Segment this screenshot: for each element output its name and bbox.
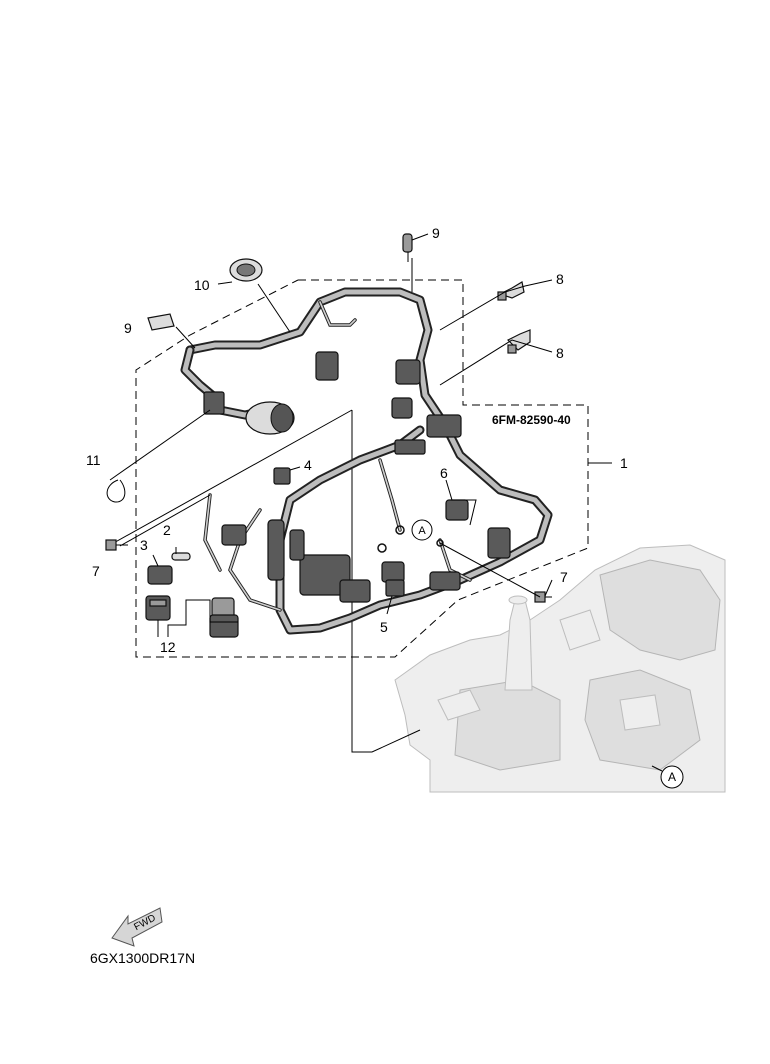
callout-12: 12	[160, 639, 176, 655]
engine-block-illustration	[394, 544, 726, 793]
harness-connectors	[203, 351, 511, 638]
part-8-band-top	[497, 281, 525, 301]
cylindrical-filter-part	[245, 401, 295, 435]
part-6-connector	[445, 499, 469, 521]
part-12-connectors	[145, 595, 171, 621]
ring-terminal	[377, 543, 387, 553]
part-8-band-bottom	[506, 329, 531, 354]
callout-7-right: 7	[560, 569, 568, 585]
leader-lines	[109, 233, 612, 637]
reference-mark-a-harness: A	[411, 519, 433, 541]
callout-8-bottom: 8	[556, 345, 564, 361]
part-5-connector	[385, 579, 405, 597]
callout-11: 11	[86, 452, 101, 468]
callout-9-left: 9	[124, 320, 132, 336]
callout-3: 3	[140, 537, 148, 553]
part-9-clip-left	[147, 313, 175, 331]
callout-10: 10	[194, 277, 210, 293]
main-wire-harness	[180, 287, 553, 635]
part-3-relay	[147, 565, 173, 585]
mount-leader-line-2	[109, 409, 353, 546]
callout-7-left: 7	[92, 563, 100, 579]
ring-terminal-2	[395, 525, 405, 535]
svg-text:A: A	[668, 770, 676, 784]
part-2-fuse	[171, 552, 191, 561]
ring-terminal-3	[436, 539, 444, 547]
callout-labels: 1 2 3 4 5 6 7 7 8 8 9 9 10 11 12	[86, 225, 628, 655]
reference-mark-a-engine: A	[660, 765, 684, 789]
part-10-clamp	[229, 258, 263, 282]
reference-a-leader	[651, 765, 663, 772]
callout-5: 5	[380, 619, 388, 635]
callout-8-top: 8	[556, 271, 564, 287]
callout-4: 4	[304, 457, 312, 473]
assembly-outline-dashed	[135, 279, 589, 658]
assembly-part-number: 6FM-82590-40	[492, 413, 571, 427]
callout-1: 1	[620, 455, 628, 471]
callout-6: 6	[440, 465, 448, 481]
part-7-bolt-right	[534, 591, 552, 603]
part-9-clip-top	[402, 233, 413, 262]
part-11-cable-tie	[106, 479, 126, 503]
callout-2: 2	[163, 522, 171, 538]
callout-9-top: 9	[432, 225, 440, 241]
svg-text:A: A	[418, 525, 426, 537]
drawing-code: 6GX1300DR17N	[90, 950, 195, 966]
fwd-arrow-icon: FWD	[111, 907, 163, 947]
part-4-connector	[273, 467, 291, 485]
